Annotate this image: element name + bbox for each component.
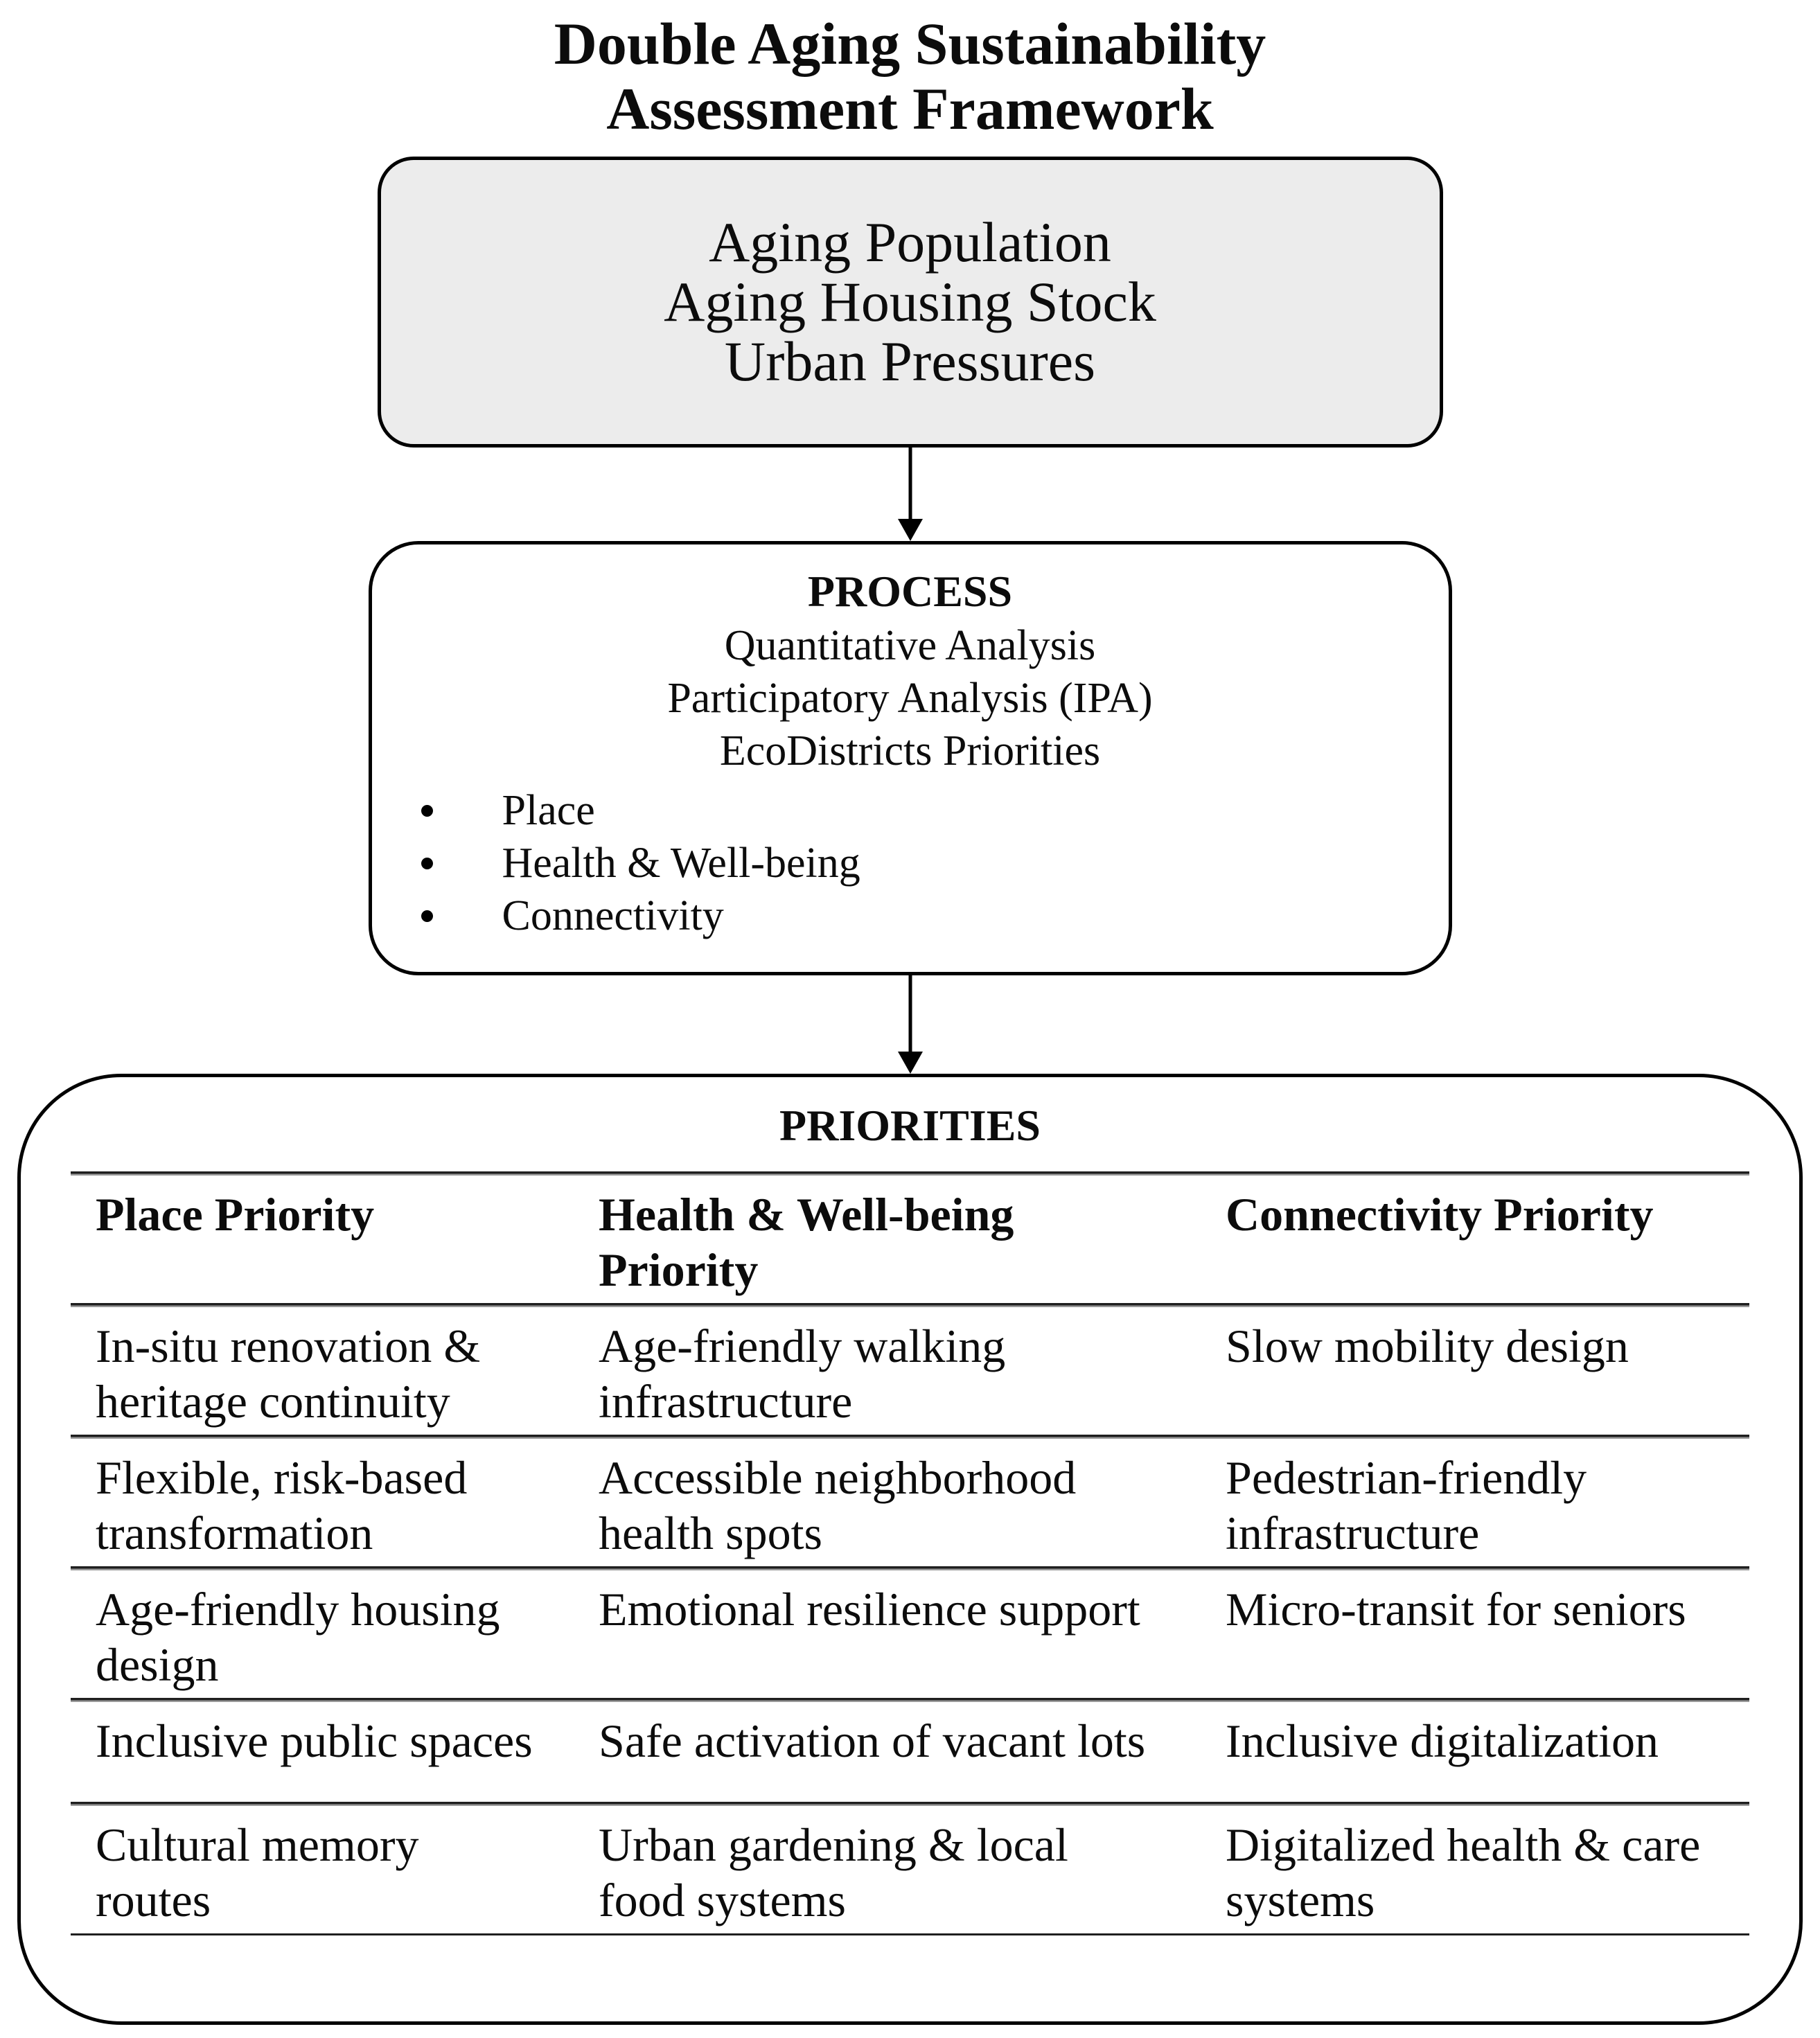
table-rule xyxy=(71,1171,1749,1176)
column-header-place-priority: Place Priority xyxy=(96,1188,375,1241)
diagram-title-line-1: Double Aging Sustainability xyxy=(554,10,1266,77)
table-cell: Safe activation of vacant lots xyxy=(599,1714,1146,1767)
table-cell: Micro-transit for seniors xyxy=(1226,1583,1686,1636)
flow-arrow-down-2 xyxy=(897,975,923,1074)
process-line-participatory-analysis: Participatory Analysis (IPA) xyxy=(667,675,1153,722)
process-line-quantitative-analysis: Quantitative Analysis xyxy=(724,622,1096,669)
bullet-icon xyxy=(421,910,433,922)
bullet-icon xyxy=(421,857,433,869)
table-header-row: Place Priority Health & Well-being Prior… xyxy=(71,1176,1749,1303)
column-header-connectivity-priority: Connectivity Priority xyxy=(1226,1188,1654,1241)
table-cell: Accessible neighborhood health spots xyxy=(599,1451,1077,1559)
table-cell: Flexible, risk-based transformation xyxy=(96,1451,468,1559)
table-rule xyxy=(71,1435,1749,1439)
table-cell: Slow mobility design xyxy=(1226,1320,1629,1372)
process-bullet-label: Connectivity xyxy=(502,892,724,939)
table-rule xyxy=(71,1802,1749,1806)
table-cell: Emotional resilience support xyxy=(599,1583,1140,1636)
table-row: Inclusive public spaces Safe activation … xyxy=(71,1702,1749,1802)
bullet-icon xyxy=(421,804,433,817)
process-line-ecodistricts-priorities: EcoDistricts Priorities xyxy=(719,727,1101,774)
table-rule xyxy=(71,1303,1749,1307)
table-cell: Inclusive public spaces xyxy=(96,1714,533,1767)
process-heading: PROCESS xyxy=(807,567,1013,616)
priorities-box: PRIORITIES Place Priority Health & Well-… xyxy=(17,1074,1803,2025)
table-rule xyxy=(71,1566,1749,1570)
input-line-aging-housing-stock: Aging Housing Stock xyxy=(664,270,1156,333)
process-bullet-item-health-well-being: Health & Well-being xyxy=(372,837,1449,889)
table-row: In-situ renovation & heritage continuity… xyxy=(71,1307,1749,1435)
table-cell: Cultural memory routes xyxy=(96,1818,419,1926)
table-cell: Digitalized health & care systems xyxy=(1226,1818,1701,1926)
table-cell: Urban gardening & local food systems xyxy=(599,1818,1068,1926)
input-line-aging-population: Aging Population xyxy=(709,211,1111,274)
process-bullet-label: Health & Well-being xyxy=(502,840,860,887)
column-header-health-well-being-priority: Health & Well-being Priority xyxy=(599,1188,1014,1296)
input-line-urban-pressures: Urban Pressures xyxy=(724,330,1096,393)
input-pressures-box: Aging Population Aging Housing Stock Urb… xyxy=(377,157,1443,448)
diagram-title: Double Aging Sustainability Assessment F… xyxy=(0,0,1820,141)
priorities-table: Place Priority Health & Well-being Prior… xyxy=(71,1171,1749,1935)
diagram-title-line-2: Assessment Framework xyxy=(606,76,1214,142)
table-row: Age-friendly housing design Emotional re… xyxy=(71,1570,1749,1698)
table-row: Flexible, risk-based transformation Acce… xyxy=(71,1439,1749,1566)
priorities-heading: PRIORITIES xyxy=(779,1101,1041,1150)
table-cell: Inclusive digitalization xyxy=(1226,1714,1659,1767)
process-bullet-label: Place xyxy=(502,787,595,834)
flow-arrow-down-1 xyxy=(897,448,923,541)
process-bullet-list: Place Health & Well-being Connectivity xyxy=(372,784,1449,942)
process-bullet-item-connectivity: Connectivity xyxy=(372,889,1449,942)
table-cell: Age-friendly walking infrastructure xyxy=(599,1320,1006,1428)
table-cell: Pedestrian-friendly infrastructure xyxy=(1226,1451,1587,1559)
table-bottom-rule xyxy=(71,1933,1749,1935)
table-row: Cultural memory routes Urban gardening &… xyxy=(71,1806,1749,1933)
process-box: PROCESS Quantitative Analysis Participat… xyxy=(368,541,1452,975)
table-rule xyxy=(71,1698,1749,1702)
process-bullet-item-place: Place xyxy=(372,784,1449,837)
table-cell: In-situ renovation & heritage continuity xyxy=(96,1320,481,1428)
table-cell: Age-friendly housing design xyxy=(96,1583,500,1691)
